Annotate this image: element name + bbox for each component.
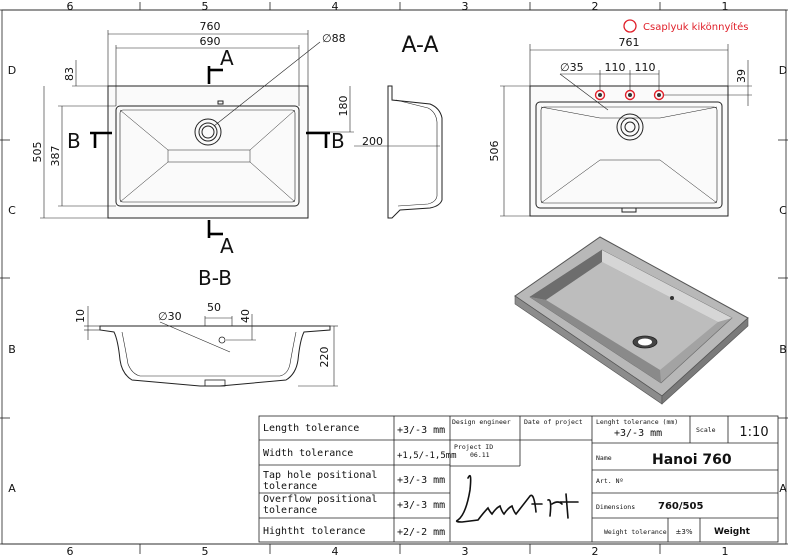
tolerance-label: Tap hole positional <box>263 470 377 481</box>
section-label-a-bottom: A <box>220 234 234 258</box>
name-label: Name <box>596 454 612 462</box>
col-label: 3 <box>462 0 469 13</box>
section-bb-title: B-B <box>198 266 232 290</box>
dimensions-label: Dimensions <box>596 503 635 511</box>
scale-label: Scale <box>696 426 716 434</box>
dim-d88: ∅88 <box>322 32 346 45</box>
dim-d35: ∅35 <box>560 61 584 74</box>
col-label: 3 <box>462 545 469 558</box>
row-label: A <box>8 482 16 495</box>
lunart-logo <box>455 474 579 523</box>
col-label: 1 <box>722 545 729 558</box>
col-label: 6 <box>67 545 74 558</box>
tolerance-label-line2: tolerance <box>263 481 317 492</box>
row-label: D <box>8 64 16 77</box>
dim-110-left: 110 <box>605 61 626 74</box>
row-label: C <box>779 204 787 217</box>
row-label: B <box>8 343 16 356</box>
tolerance-value: +1,5/-1,5mm <box>397 451 457 461</box>
row-label: B <box>779 343 787 356</box>
tolerance-value: +3/-3 mm <box>397 425 445 436</box>
weight-label: Weight <box>714 527 751 537</box>
col-label: 1 <box>722 0 729 13</box>
column-labels-top: 6 5 4 3 2 1 <box>67 0 729 13</box>
section-aa-title: A-A <box>401 33 438 58</box>
design-engineer-label: Design engineer <box>452 418 511 426</box>
section-markers <box>90 66 330 238</box>
section-aa-view: A-A 200 <box>354 33 443 219</box>
dim-220: 220 <box>318 347 331 368</box>
section-label-a-top: A <box>220 46 234 70</box>
tolerance-value: +3/-3 mm <box>397 500 445 511</box>
dim-761: 761 <box>619 36 640 49</box>
scale-value: 1:10 <box>739 425 768 440</box>
tap-hole-circle-icon <box>653 89 665 101</box>
dim-39: 39 <box>735 69 748 83</box>
dim-690: 690 <box>200 35 221 48</box>
weight-tolerance-value: ±3% <box>676 528 693 536</box>
right-view-dimensions <box>500 44 752 217</box>
tolerance-label: Hightht tolerance <box>263 526 365 537</box>
isometric-view <box>514 236 749 405</box>
row-label: A <box>779 482 787 495</box>
dim-110-right: 110 <box>635 61 656 74</box>
col-label: 2 <box>592 0 599 13</box>
col-label: 4 <box>332 545 339 558</box>
dim-387: 387 <box>49 146 62 167</box>
project-id-label: Project ID <box>454 443 493 451</box>
top-view-dimensions <box>40 30 354 219</box>
col-label: 4 <box>332 0 339 13</box>
row-label: C <box>8 204 16 217</box>
top-view: 760 690 ∅88 83 505 387 180 A A B B <box>31 20 354 258</box>
circle-icon <box>623 19 637 33</box>
legend-label: Csaplyuk kikönnyítés <box>643 21 748 33</box>
dim-83: 83 <box>63 67 76 81</box>
tap-hole-circle-icon <box>624 89 636 101</box>
tolerance-value: +2/-2 mm <box>397 527 445 538</box>
dim-200: 200 <box>362 135 383 148</box>
column-labels-bottom: 6 5 4 3 2 1 <box>67 545 729 558</box>
col-label: 5 <box>202 0 209 13</box>
dim-40: 40 <box>239 309 252 323</box>
tolerance-label: Overflow positional <box>263 494 377 505</box>
col-label: 2 <box>592 545 599 558</box>
col-label: 6 <box>67 0 74 13</box>
tap-holes <box>594 89 665 101</box>
dim-d30: ∅30 <box>158 310 182 323</box>
row-label: D <box>779 64 787 77</box>
tolerance-value: +3/-3 mm <box>397 475 445 486</box>
tolerance-label: Width tolerance <box>263 448 353 459</box>
tolerance-label: Length tolerance <box>263 423 359 434</box>
art-label: Art. Nº <box>596 477 623 485</box>
project-id-value: 06.11 <box>470 451 490 459</box>
dim-505: 505 <box>31 142 44 163</box>
dim-760: 760 <box>200 20 221 33</box>
section-bb-view: B-B ∅30 50 40 10 220 <box>74 266 338 387</box>
tap-hole-circle-icon <box>594 89 606 101</box>
weight-tolerance-label: Weight tolerance <box>604 528 667 536</box>
section-label-b-right: B <box>331 129 345 153</box>
section-label-b-left: B <box>67 129 81 153</box>
dim-180: 180 <box>337 96 350 117</box>
row-labels: D C B A D C B A <box>8 64 787 495</box>
dimensions-value: 760/505 <box>658 501 703 512</box>
length-tolerance-label: Lenght tolerance (mm) <box>596 418 678 426</box>
product-name: Hanoi 760 <box>652 452 732 468</box>
length-tolerance-value: +3/-3 mm <box>614 428 662 439</box>
date-of-project-label: Date of project <box>524 418 583 426</box>
dim-506: 506 <box>488 141 501 162</box>
title-block: Length tolerance +3/-3 mm Width toleranc… <box>258 415 779 543</box>
tolerance-label-line2: tolerance <box>263 505 317 516</box>
section-bb-dimensions <box>84 306 338 387</box>
dim-50: 50 <box>207 301 221 314</box>
legend: Csaplyuk kikönnyítés <box>623 19 748 33</box>
right-view: 761 ∅35 110 110 39 506 <box>488 36 752 217</box>
dim-10: 10 <box>74 309 87 323</box>
col-label: 5 <box>202 545 209 558</box>
